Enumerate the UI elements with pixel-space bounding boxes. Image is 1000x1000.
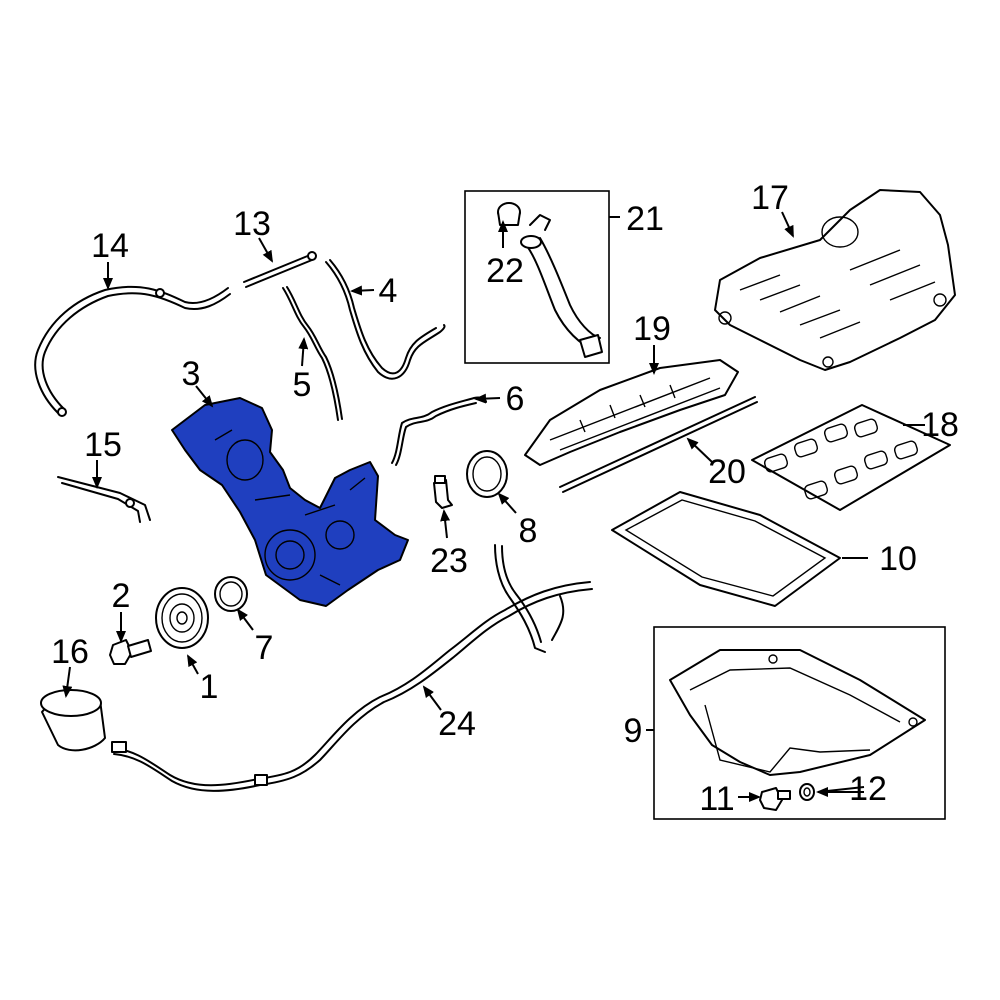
part-23-sensor[interactable] <box>433 475 453 509</box>
callout-18[interactable]: 18 <box>921 406 959 444</box>
callout-13[interactable]: 13 <box>233 205 271 243</box>
callout-22[interactable]: 22 <box>486 252 524 290</box>
inset-frame-21 <box>464 190 610 364</box>
part-24-wiring-harness[interactable] <box>111 544 593 792</box>
part-18-manifold-gasket[interactable] <box>751 404 951 511</box>
part-11-drain-plug[interactable] <box>759 787 791 811</box>
callout-19[interactable]: 19 <box>633 310 671 348</box>
callout-14[interactable]: 14 <box>91 227 129 265</box>
callout-8[interactable]: 8 <box>519 512 538 550</box>
callout-2[interactable]: 2 <box>112 577 131 615</box>
callout-7[interactable]: 7 <box>255 629 274 667</box>
part-1-pulley[interactable] <box>155 587 209 649</box>
part-9-oil-pan[interactable] <box>669 649 926 776</box>
callout-3[interactable]: 3 <box>182 355 201 393</box>
part-17-intake-manifold[interactable] <box>714 189 956 371</box>
part-6-gasket[interactable] <box>391 396 487 466</box>
callout-4[interactable]: 4 <box>379 272 398 310</box>
part-16-oil-filter[interactable] <box>40 689 106 752</box>
part-21-filler-tube[interactable] <box>520 214 603 358</box>
part-4-gasket[interactable] <box>325 259 446 380</box>
part-7-seal[interactable] <box>214 576 248 612</box>
callout-6[interactable]: 6 <box>506 380 525 418</box>
inset-frame-9 <box>653 626 946 820</box>
callout-21[interactable]: 21 <box>626 200 664 238</box>
callout-20[interactable]: 20 <box>708 453 746 491</box>
part-15-guide[interactable] <box>57 476 151 523</box>
part-10-pan-gasket[interactable] <box>611 491 841 607</box>
callout-17[interactable]: 17 <box>751 179 789 217</box>
callout-15[interactable]: 15 <box>84 426 122 464</box>
part-2-bolt[interactable] <box>109 639 152 665</box>
part-12-washer[interactable] <box>799 783 815 801</box>
part-20-gasket[interactable] <box>559 396 758 493</box>
callout-12[interactable]: 12 <box>849 770 887 808</box>
part-13-dipstick[interactable] <box>243 251 317 288</box>
part-8-seal[interactable] <box>466 450 508 498</box>
callout-9[interactable]: 9 <box>624 712 643 750</box>
callout-5[interactable]: 5 <box>293 366 312 404</box>
callout-16[interactable]: 16 <box>51 633 89 671</box>
part-22-cap[interactable] <box>497 202 521 226</box>
callout-11[interactable]: 11 <box>699 780 734 818</box>
part-5-gasket[interactable] <box>282 286 343 421</box>
callout-labels: 1 2 3 4 5 6 7 8 9 10 11 12 13 14 15 16 1… <box>51 179 959 818</box>
part-14-dipstick-tube[interactable] <box>34 285 231 417</box>
callout-10[interactable]: 10 <box>879 540 917 578</box>
callout-1[interactable]: 1 <box>200 668 219 706</box>
callout-24[interactable]: 24 <box>438 705 476 743</box>
part-19-valve-cover[interactable] <box>524 359 739 466</box>
leader-lines <box>62 211 925 802</box>
callout-23[interactable]: 23 <box>430 542 468 580</box>
part-3-timing-cover[interactable] <box>171 397 409 607</box>
